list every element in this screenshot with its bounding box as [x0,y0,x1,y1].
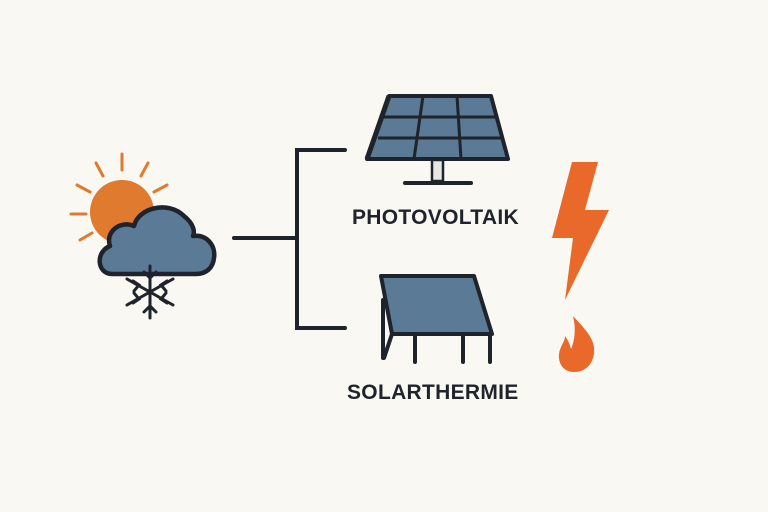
branch-connector [232,148,347,330]
lightning-bolt-icon [552,162,609,300]
snowflake-icon [125,264,175,320]
flame-icon [558,316,595,372]
photovoltaic-panel-icon [364,94,510,185]
solar-thermal-collector-icon [379,274,494,364]
cloud-icon [97,205,217,277]
solarthermie-label: SOLARTHERMIE [347,381,519,404]
sun-cloud-snow-icon [69,152,217,320]
photovoltaik-label: PHOTOVOLTAIK [352,206,519,229]
